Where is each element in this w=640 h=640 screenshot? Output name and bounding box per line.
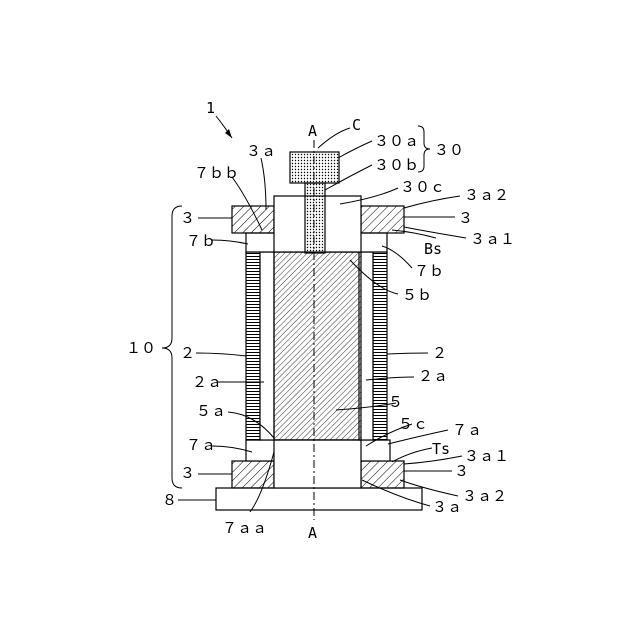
cylinder-inner-left [260, 252, 274, 440]
cylinder-wall-left [246, 252, 260, 440]
label-30c: ３０ｃ [400, 178, 445, 196]
label-30a: ３０ａ [374, 132, 419, 150]
label-2-right: ２ [432, 344, 447, 362]
stem-30b [305, 183, 325, 253]
label-2-left: ２ [180, 344, 195, 362]
base-plate-8 [216, 488, 422, 510]
axis-label-bottom: A [308, 524, 317, 542]
label-3a2-top: ３ａ２ [464, 186, 509, 204]
top-lid-right [361, 206, 404, 233]
label-10: １０ [126, 339, 156, 357]
label-7aa: ７ａａ [222, 519, 267, 537]
bracket-30 [418, 126, 430, 172]
axis-label-top: A [308, 122, 317, 140]
label-2a-left: ２ａ [192, 373, 222, 391]
label-C: C [352, 116, 361, 134]
label-3a1-top: ３ａ１ [470, 230, 515, 248]
label-3-left-top: ３ [180, 209, 195, 227]
label-30b: ３０ｂ [374, 156, 419, 174]
label-30: ３０ [434, 141, 464, 159]
label-3a1-bottom: ３ａ１ [464, 447, 509, 465]
label-7b-right: ７ｂ [414, 262, 444, 280]
label-2a-right: ２ａ [418, 367, 448, 385]
sample-5 [274, 252, 361, 440]
label-3a-top: ３ａ [246, 142, 276, 160]
bottom-lid-right [361, 461, 404, 488]
label-3-left-bottom: ３ [180, 464, 195, 482]
label-5c: ５ｃ [398, 415, 428, 433]
lower-punch-5c [274, 440, 361, 488]
label-Ts: Ts [432, 440, 450, 458]
figure-ref-arrowhead [225, 129, 232, 138]
label-5b: ５ｂ [402, 286, 432, 304]
label-7b-left: ７ｂ [186, 232, 216, 250]
figure-number: 1 [206, 99, 215, 117]
bracket-10 [162, 206, 182, 488]
label-3-right-bottom: ３ [454, 462, 469, 480]
label-7a-right: ７ａ [452, 421, 482, 439]
label-3a-bottom: ３ａ [432, 498, 462, 516]
label-7a-left: ７ａ [186, 436, 216, 454]
label-5a: ５ａ [196, 402, 226, 420]
label-7bb: ７ｂｂ [194, 164, 239, 182]
label-3-right-top: ３ [458, 209, 473, 227]
label-5: ５ [388, 393, 403, 411]
label-3a2-bottom: ３ａ２ [462, 487, 507, 505]
label-Bs: Bs [424, 240, 442, 258]
label-8: ８ [162, 491, 177, 509]
top-lid-left [232, 206, 274, 233]
cylinder-wall-right [373, 252, 387, 440]
